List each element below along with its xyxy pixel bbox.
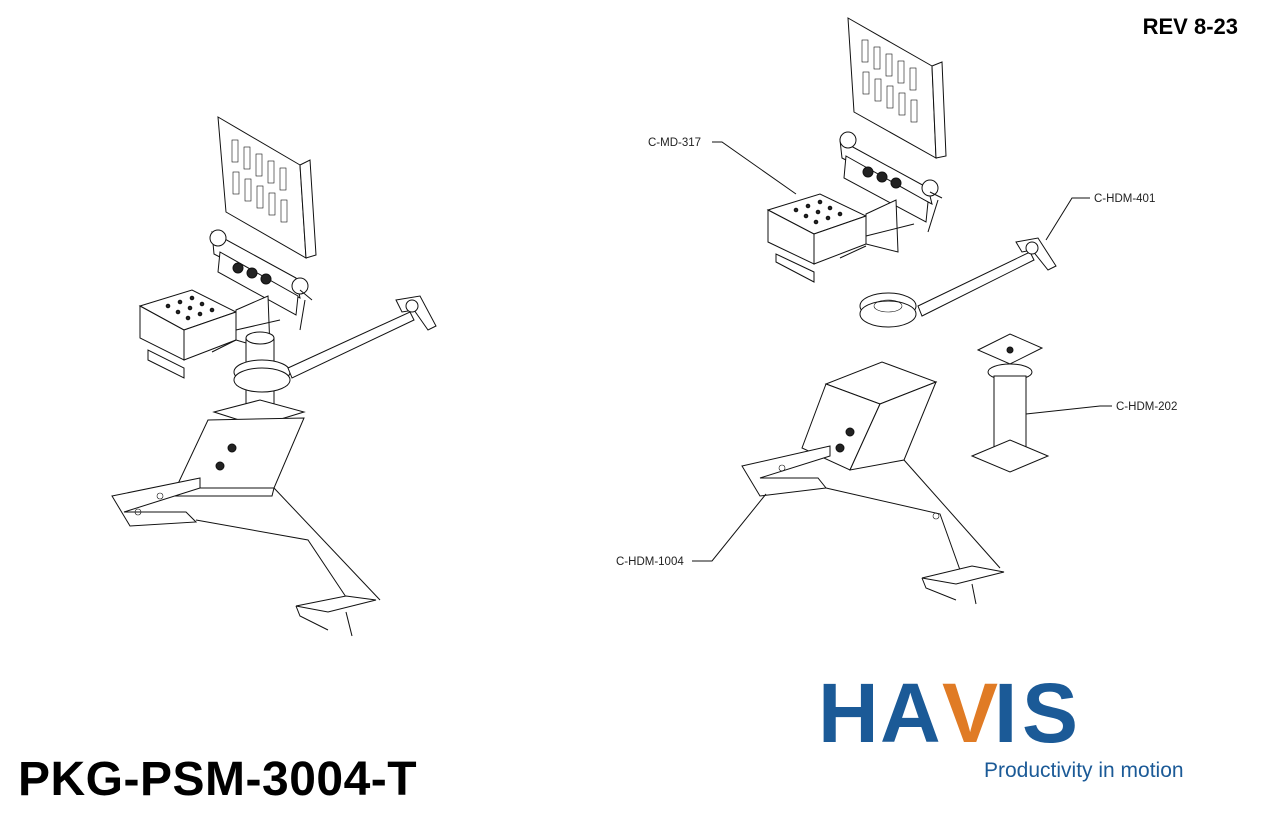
callout-c-md-317: C-MD-317 — [648, 137, 797, 195]
callout-c-hdm-401: C-HDM-401 — [1045, 193, 1155, 241]
exploded-view — [741, 17, 1057, 605]
svg-text:C-HDM-1004: C-HDM-1004 — [616, 556, 684, 568]
model-number: PKG-PSM-3004-T — [18, 753, 418, 806]
callout-c-hdm-202: C-HDM-202 — [1025, 401, 1177, 415]
logo-letter-h: H — [818, 666, 879, 754]
svg-text:C-HDM-401: C-HDM-401 — [1094, 193, 1155, 205]
svg-text:C-MD-317: C-MD-317 — [648, 137, 701, 149]
svg-text:C-HDM-202: C-HDM-202 — [1116, 401, 1177, 413]
callout-c-hdm-1004: C-HDM-1004 — [616, 493, 767, 568]
logo-letter-v: V — [942, 666, 998, 754]
revision-label: REV 8-23 — [1142, 14, 1238, 39]
havis-logo: H A V I S — [818, 666, 1078, 754]
logo-tagline: Productivity in motion — [984, 759, 1184, 782]
logo-letter-s: S — [1022, 666, 1078, 754]
logo-letter-a: A — [880, 666, 941, 754]
assembled-view — [111, 116, 437, 637]
logo-letter-i: I — [994, 666, 1017, 754]
